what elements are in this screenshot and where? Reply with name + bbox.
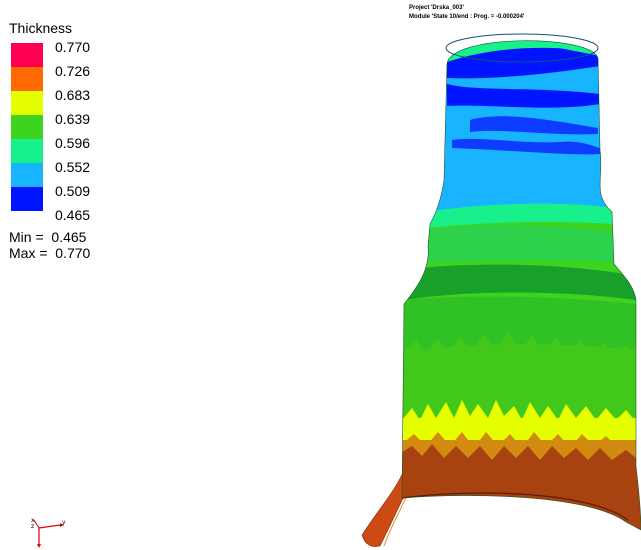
legend-tick: 0.465 xyxy=(55,207,91,223)
project-line: Project 'Drska_003' xyxy=(409,5,464,11)
flange-lip xyxy=(361,468,409,547)
legend-title: Thickness xyxy=(9,20,73,36)
thickness-model-render[interactable] xyxy=(355,26,641,550)
axis-label-x: x xyxy=(31,517,35,524)
legend-tick: 0.552 xyxy=(55,159,91,175)
legend-tick: 0.726 xyxy=(55,63,91,79)
legend-tick: 0.596 xyxy=(55,135,91,151)
module-line: Module 'State 10/end : Prog. = -0.000204… xyxy=(409,14,525,20)
legend-swatch-5 xyxy=(11,139,43,163)
axis-label-z: z xyxy=(31,523,34,530)
min-value: Min = 0.465 xyxy=(9,229,87,245)
legend-swatch-7 xyxy=(11,187,43,211)
legend-swatch-1 xyxy=(11,43,43,67)
max-value: Max = 0.770 xyxy=(9,245,91,261)
legend-tick: 0.683 xyxy=(55,87,91,103)
legend-swatch-3 xyxy=(11,91,43,115)
legend-tick: 0.639 xyxy=(55,111,91,127)
legend-tick: 0.509 xyxy=(55,183,91,199)
legend-swatch-4 xyxy=(11,115,43,139)
axis-label-y: y xyxy=(62,519,66,526)
result-header: Project 'Drska_003' Module 'State 10/end… xyxy=(409,4,524,22)
legend-tick: 0.770 xyxy=(55,39,91,55)
legend-swatch-6 xyxy=(11,163,43,187)
axis-triad: y x z xyxy=(31,517,66,548)
legend-swatch-2 xyxy=(11,67,43,91)
